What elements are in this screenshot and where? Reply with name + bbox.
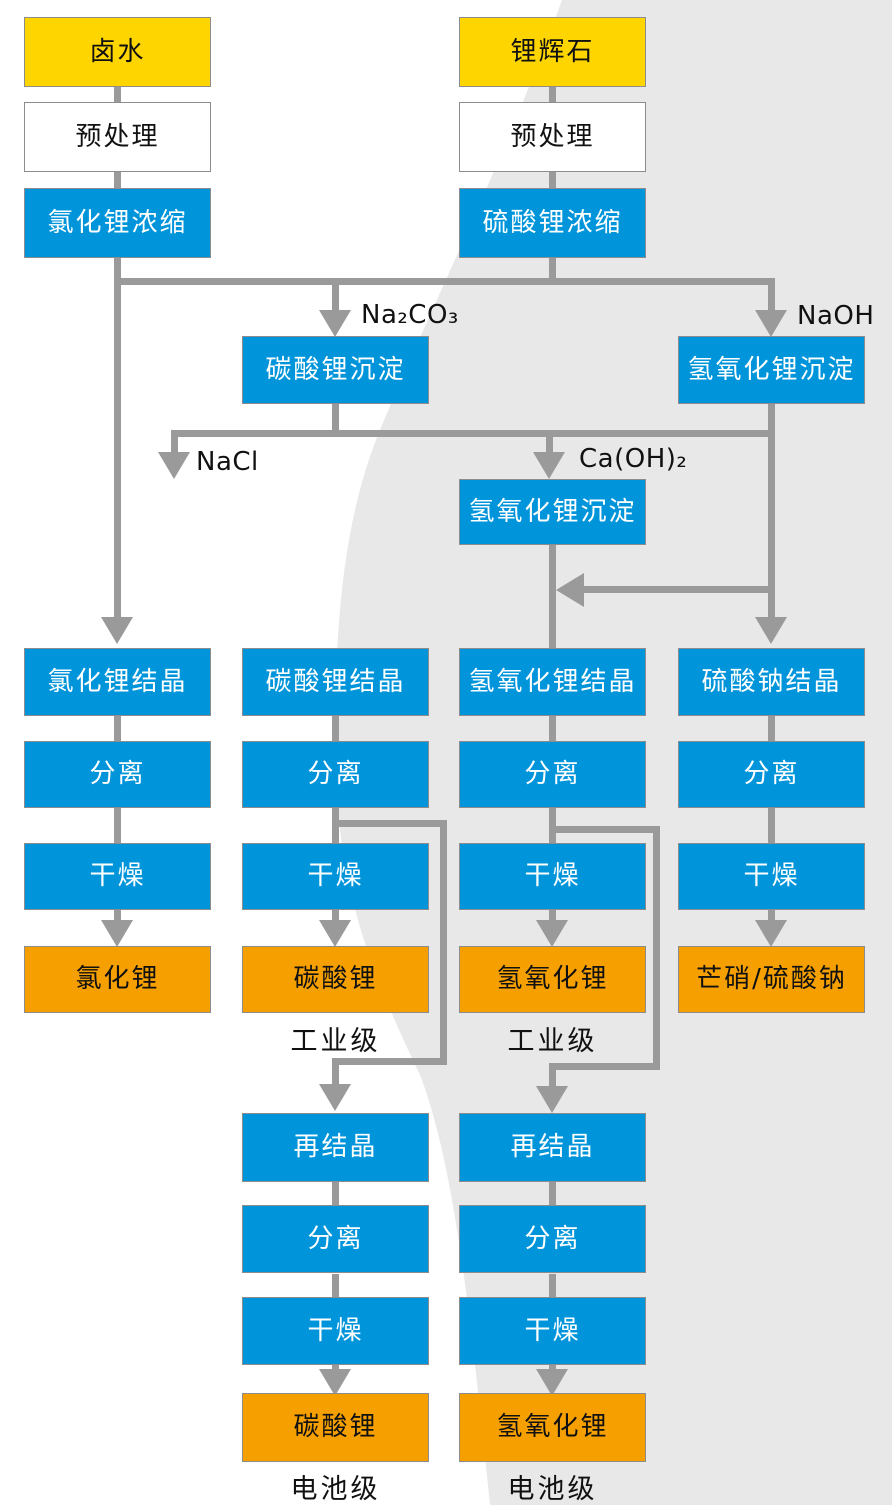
connector	[768, 716, 775, 741]
connector	[549, 1182, 556, 1205]
label-industrial-grade-li2co3: 工业级	[290, 1026, 381, 1057]
node-licl-concentration: 氯化锂浓缩	[24, 188, 211, 258]
arrow-left-icon	[556, 573, 584, 607]
connector	[332, 404, 339, 432]
node-na2so4-crystallization: 硫酸钠结晶	[678, 648, 865, 716]
node-separation-licl: 分离	[24, 741, 211, 808]
connector	[114, 716, 121, 741]
connector	[553, 826, 660, 833]
node-separation2-li2co3: 分离	[242, 1205, 429, 1273]
node-recrystallization-lioh: 再结晶	[459, 1113, 646, 1182]
connector	[114, 278, 775, 285]
node-li2so4-concentration: 硫酸锂浓缩	[459, 188, 646, 258]
node-product-lioh-industrial: 氢氧化锂	[459, 946, 646, 1013]
node-drying-licl: 干燥	[24, 843, 211, 910]
connector	[768, 281, 775, 312]
arrow-down-icon	[101, 617, 133, 644]
connector	[114, 172, 121, 189]
connector	[549, 258, 556, 282]
arrow-down-icon	[536, 920, 568, 947]
connector	[332, 1274, 339, 1297]
node-spodumene: 锂辉石	[459, 17, 646, 87]
arrow-down-icon	[533, 452, 565, 479]
node-separation-li2co3: 分离	[242, 741, 429, 808]
node-separation2-lioh: 分离	[459, 1205, 646, 1273]
label-battery-grade-li2co3: 电池级	[290, 1474, 381, 1505]
connector	[332, 910, 339, 922]
arrow-down-icon	[536, 1086, 568, 1113]
node-lioh-precipitation-right: 氢氧化锂沉淀	[678, 336, 865, 404]
label-reagent-caoh2: Ca(OH)₂	[579, 444, 688, 474]
connector	[114, 808, 121, 843]
connector	[440, 820, 447, 1065]
arrow-down-icon	[319, 920, 351, 947]
node-product-licl: 氯化锂	[24, 946, 211, 1013]
node-pretreatment-left: 预处理	[24, 102, 211, 172]
node-separation-na2so4: 分离	[678, 741, 865, 808]
arrow-down-icon	[101, 920, 133, 947]
node-recrystallization-li2co3: 再结晶	[242, 1113, 429, 1182]
node-product-na2so4: 芒硝/硫酸钠	[678, 946, 865, 1013]
label-battery-grade-lioh: 电池级	[507, 1474, 598, 1505]
connector	[768, 404, 775, 618]
node-drying-li2co3: 干燥	[242, 843, 429, 910]
arrow-down-icon	[158, 452, 190, 479]
arrow-down-icon	[755, 920, 787, 947]
connector	[549, 172, 556, 189]
label-reagent-na2co3: Na₂CO₃	[361, 300, 459, 330]
connector	[171, 437, 178, 454]
arrow-down-icon	[755, 617, 787, 644]
connector	[332, 1182, 339, 1205]
connector	[332, 716, 339, 741]
node-product-li2co3-battery: 碳酸锂	[242, 1393, 429, 1462]
label-byproduct-nacl: NaCl	[196, 447, 259, 477]
node-drying-na2so4: 干燥	[678, 843, 865, 910]
connector	[114, 87, 121, 103]
connector	[546, 437, 553, 454]
connector	[549, 808, 556, 843]
arrow-down-icon	[319, 1084, 351, 1111]
connector	[549, 1063, 660, 1070]
connector	[549, 1274, 556, 1297]
arrow-down-icon	[536, 1369, 568, 1396]
connector	[171, 430, 775, 437]
node-drying2-lioh: 干燥	[459, 1297, 646, 1365]
connector	[114, 910, 121, 922]
connector	[768, 808, 775, 843]
arrow-down-icon	[319, 1369, 351, 1396]
connector	[335, 820, 447, 827]
connector	[549, 87, 556, 103]
node-li2co3-precipitation: 碳酸锂沉淀	[242, 336, 429, 404]
connector	[768, 910, 775, 922]
connector	[549, 1063, 556, 1088]
node-separation-lioh: 分离	[459, 741, 646, 808]
node-pretreatment-right: 预处理	[459, 102, 646, 172]
node-li2co3-crystallization: 碳酸锂结晶	[242, 648, 429, 716]
connector	[549, 545, 556, 648]
node-drying-lioh: 干燥	[459, 843, 646, 910]
connector	[582, 586, 775, 593]
connector	[549, 910, 556, 922]
node-licl-crystallization: 氯化锂结晶	[24, 648, 211, 716]
node-drying2-li2co3: 干燥	[242, 1297, 429, 1365]
connector	[332, 281, 339, 312]
node-product-li2co3-industrial: 碳酸锂	[242, 946, 429, 1013]
connector	[114, 258, 121, 618]
connector	[332, 1058, 447, 1065]
connector	[332, 1058, 339, 1086]
label-industrial-grade-lioh: 工业级	[507, 1026, 598, 1057]
connector	[653, 826, 660, 1070]
arrow-down-icon	[319, 310, 351, 337]
node-lioh-crystallization: 氢氧化锂结晶	[459, 648, 646, 716]
node-lioh-precipitation-mid: 氢氧化锂沉淀	[459, 479, 646, 545]
node-brine: 卤水	[24, 17, 211, 87]
node-product-lioh-battery: 氢氧化锂	[459, 1393, 646, 1462]
connector	[549, 716, 556, 741]
label-reagent-naoh: NaOH	[797, 301, 875, 331]
arrow-down-icon	[755, 310, 787, 337]
